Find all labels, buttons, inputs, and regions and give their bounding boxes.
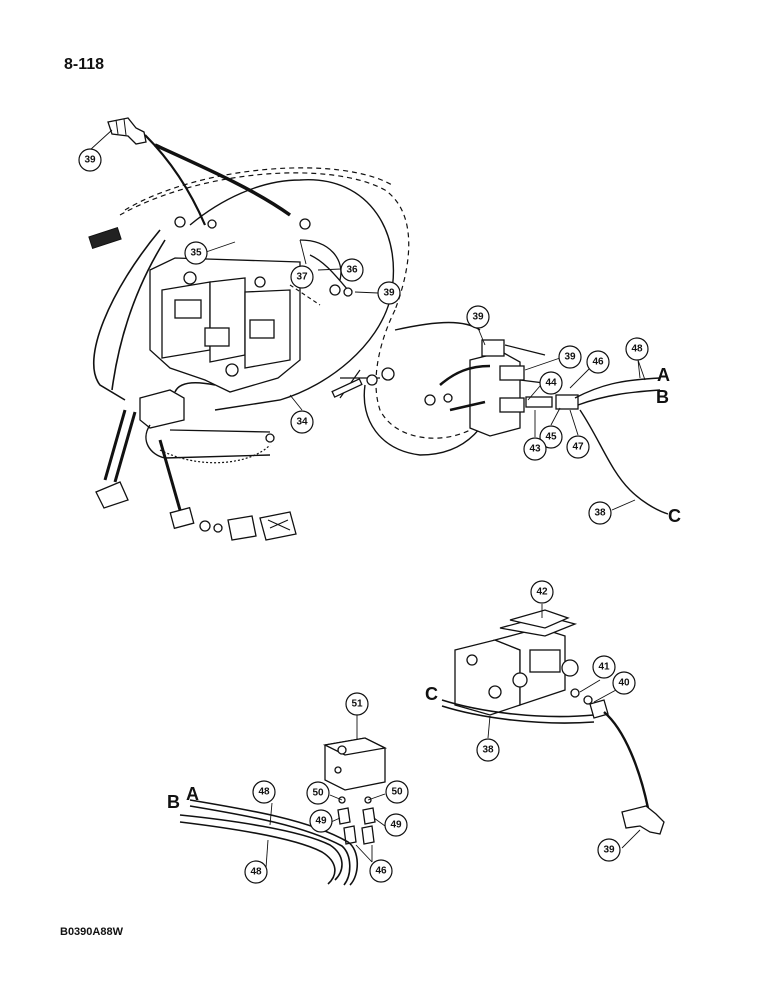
svg-text:46: 46	[592, 357, 604, 368]
label-a-bottom: A	[186, 784, 199, 804]
callout-39: 39	[558, 345, 582, 369]
svg-text:34: 34	[296, 417, 308, 428]
label-b-bottom: B	[167, 792, 180, 812]
callouts: 39 35 37 36 39 34 39 39 46 48 44 45 43 4…	[78, 129, 649, 884]
control-valve-assembly	[88, 227, 301, 393]
svg-text:43: 43	[529, 444, 541, 455]
svg-text:39: 39	[564, 352, 576, 363]
label-c-right: C	[668, 506, 681, 526]
svg-text:46: 46	[375, 866, 387, 877]
solenoid-block	[179, 737, 388, 886]
label-c-left: C	[425, 684, 438, 704]
svg-text:45: 45	[545, 432, 557, 443]
callout-41: 41	[592, 655, 616, 679]
callout-50: 50	[306, 781, 330, 805]
callout-37: 37	[290, 265, 314, 289]
svg-text:37: 37	[296, 272, 308, 283]
callout-49: 49	[384, 813, 408, 837]
svg-text:44: 44	[545, 378, 557, 389]
svg-text:38: 38	[594, 508, 606, 519]
callout-39: 39	[597, 838, 621, 862]
callout-38: 38	[476, 738, 500, 762]
svg-text:39: 39	[84, 155, 96, 166]
svg-text:50: 50	[391, 787, 403, 798]
svg-text:39: 39	[603, 845, 615, 856]
hose-routing-top	[92, 134, 410, 411]
pilot-manifold	[424, 339, 669, 515]
callout-46: 46	[369, 859, 393, 883]
label-a-top: A	[657, 365, 670, 385]
svg-text:49: 49	[390, 820, 402, 831]
label-b-top: B	[656, 387, 669, 407]
svg-text:41: 41	[598, 662, 610, 673]
callout-51: 51	[345, 692, 369, 716]
callout-43: 43	[523, 437, 547, 461]
svg-text:38: 38	[482, 745, 494, 756]
callout-35: 35	[184, 241, 208, 265]
callout-48: 48	[625, 337, 649, 361]
fittings-bottom-left	[95, 481, 297, 541]
auxiliary-valve	[441, 609, 665, 835]
callout-34: 34	[290, 410, 314, 434]
page-number: 8-118	[64, 56, 105, 73]
callout-40: 40	[612, 671, 636, 695]
svg-text:42: 42	[536, 587, 548, 598]
pilot-hose	[394, 321, 481, 331]
manifold-block	[103, 381, 275, 511]
svg-text:48: 48	[250, 867, 262, 878]
callout-48: 48	[252, 780, 276, 804]
callout-42: 42	[530, 580, 554, 604]
callout-39: 39	[466, 305, 490, 329]
svg-text:50: 50	[312, 788, 324, 799]
callout-44: 44	[539, 371, 563, 395]
elbow-fitting-39	[107, 117, 147, 145]
callout-46: 46	[586, 350, 610, 374]
callout-45: 45	[539, 425, 563, 449]
svg-text:47: 47	[572, 442, 584, 453]
svg-text:48: 48	[258, 787, 270, 798]
callout-49: 49	[309, 809, 333, 833]
callout-48: 48	[244, 860, 268, 884]
svg-text:36: 36	[346, 265, 358, 276]
svg-text:35: 35	[190, 248, 202, 259]
callout-39: 39	[78, 148, 102, 172]
callout-39: 39	[377, 281, 401, 305]
svg-text:48: 48	[631, 344, 643, 355]
svg-text:49: 49	[315, 816, 327, 827]
callout-50: 50	[385, 780, 409, 804]
svg-text:40: 40	[618, 678, 630, 689]
callout-38: 38	[588, 501, 612, 525]
callout-47: 47	[566, 435, 590, 459]
svg-text:39: 39	[472, 312, 484, 323]
svg-text:39: 39	[383, 288, 395, 299]
figure-code: B0390A88W	[60, 926, 123, 938]
svg-text:51: 51	[351, 699, 363, 710]
callout-36: 36	[340, 258, 364, 282]
